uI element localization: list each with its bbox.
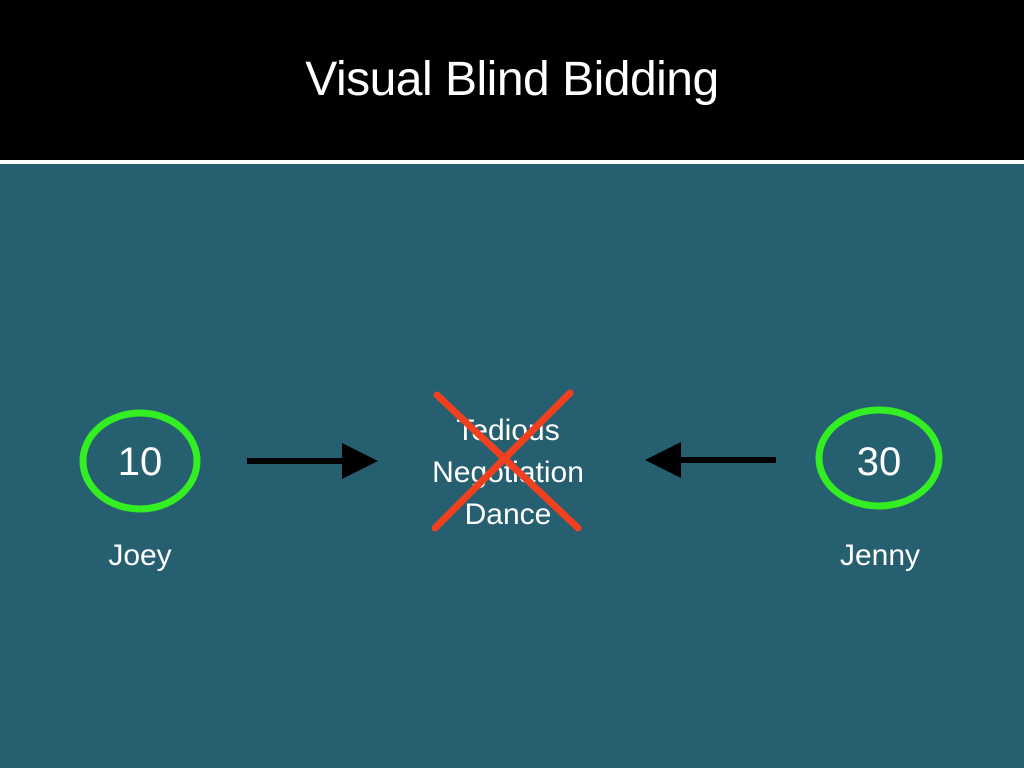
slide-title: Visual Blind Bidding [305, 53, 719, 106]
right-bid-circle [815, 406, 943, 510]
cross-stroke-2 [431, 389, 574, 532]
right-party-name: Jenny [839, 539, 921, 572]
left-bid-value: 10 [117, 440, 163, 484]
cross-stroke-1 [433, 391, 582, 532]
negotiation-label: Tedious Negotiation Dance [398, 410, 618, 536]
negotiation-line-3: Dance [464, 498, 552, 531]
left-bid-circle [79, 409, 201, 513]
title-divider [0, 160, 1024, 164]
right-bid-value: 30 [856, 440, 902, 484]
title-bar [0, 0, 1024, 160]
left-party-name: Joey [108, 539, 172, 572]
